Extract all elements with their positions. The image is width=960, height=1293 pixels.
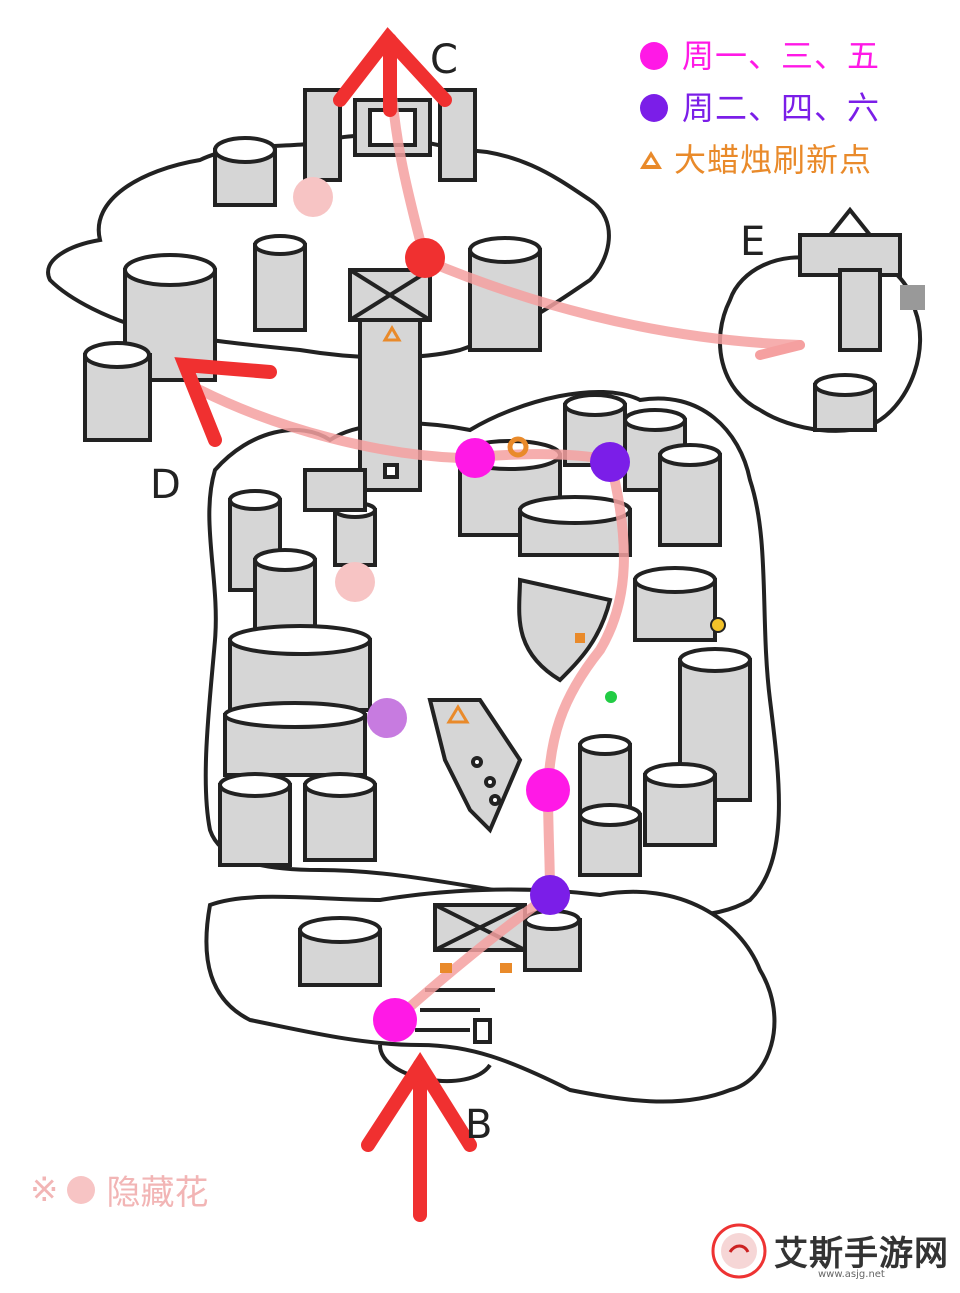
exit-label-c: C — [430, 37, 458, 83]
east-gate — [798, 206, 925, 432]
legend-item-tue-thu-sat: 周二、四、六 — [640, 82, 950, 134]
legend-item-mon-wed-fri: 周一、三、五 — [640, 30, 950, 82]
candle-marker — [507, 436, 529, 458]
note-label: 隐藏花 — [106, 1173, 209, 1213]
exit-arrow-d-head — [174, 357, 277, 447]
exit-label-e: E — [740, 219, 766, 265]
route-mid — [543, 455, 629, 795]
candle-marker — [440, 963, 452, 973]
big-candle-spawn-marker — [446, 704, 470, 724]
legend-label: 大蜡烛刷新点 — [674, 141, 873, 179]
middle-buildings — [218, 393, 752, 877]
magenta-dot-icon — [640, 42, 668, 70]
candle-marker — [575, 633, 585, 643]
route-to-e — [420, 255, 805, 350]
watermark-url: www.asjg.net — [818, 1269, 885, 1280]
purple-dot-icon — [640, 94, 668, 122]
legend-label: 周一、三、五 — [682, 37, 881, 75]
hidden-flower-marker-purple — [367, 698, 407, 738]
hidden-flower-note: ※ 隐藏花 — [30, 1165, 209, 1214]
map-legend: 周一、三、五 周二、四、六 大蜡烛刷新点 — [640, 30, 950, 186]
site-watermark: 艾斯手游网 www.asjg.net — [710, 1222, 955, 1282]
pink-dot-icon — [66, 1175, 95, 1204]
route-markers — [293, 177, 726, 1042]
logo-icon — [711, 1223, 767, 1279]
green-marker — [605, 691, 617, 703]
legend-label: 周二、四、六 — [682, 89, 881, 127]
entry-arrow-b-head — [361, 1051, 477, 1152]
route-waypoint-red — [405, 238, 445, 278]
tue-thu-sat-marker — [590, 442, 630, 482]
exit-label-b: B — [465, 1102, 493, 1148]
upper-buildings — [83, 88, 542, 492]
candle-marker — [710, 617, 726, 633]
exit-label-d: D — [150, 462, 181, 508]
exit-arrow-c-head — [333, 27, 452, 107]
big-candle-spawn-marker — [382, 325, 402, 342]
mon-wed-fri-marker — [455, 438, 495, 478]
triangle-icon — [640, 151, 662, 169]
hidden-flower-marker — [335, 562, 375, 602]
tue-thu-sat-marker — [530, 875, 570, 915]
mon-wed-fri-marker — [526, 768, 570, 812]
legend-item-big-candle: 大蜡烛刷新点 — [640, 134, 950, 186]
exit-arrow-e — [755, 340, 805, 360]
hidden-flower-marker — [293, 177, 333, 217]
route-to-d — [195, 385, 615, 465]
candle-marker — [500, 963, 512, 973]
mon-wed-fri-marker — [373, 998, 417, 1042]
note-prefix: ※ — [30, 1169, 59, 1210]
watermark-title: 艾斯手游网 — [774, 1234, 949, 1274]
